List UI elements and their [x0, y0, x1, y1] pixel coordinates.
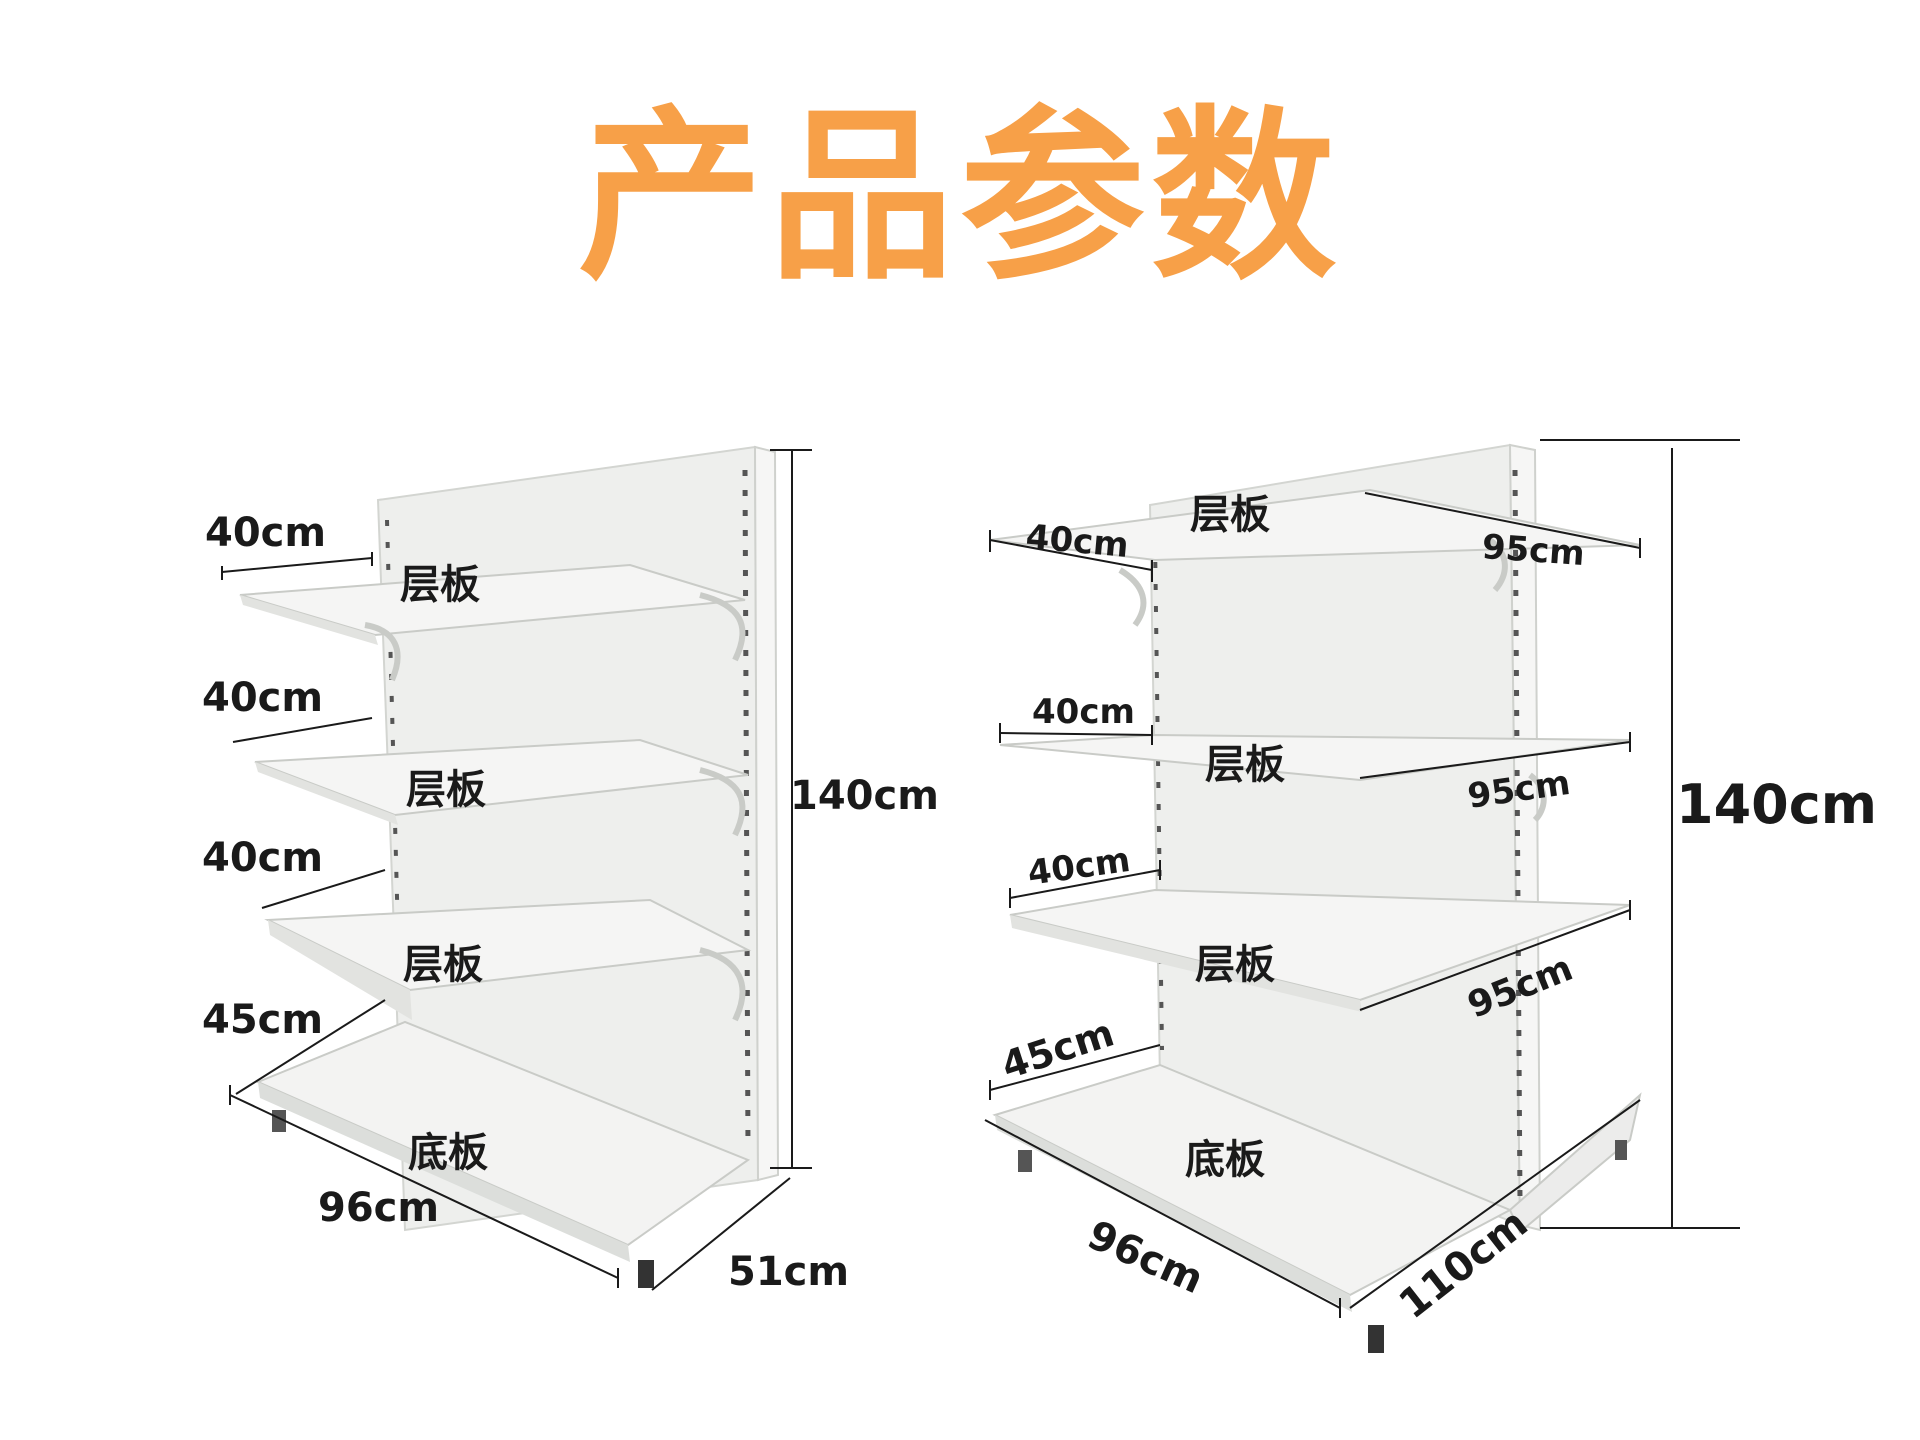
single-shelf-3-depth: 40cm [202, 835, 324, 881]
double-shelf-3-label: 层板 [1195, 942, 1275, 988]
double-shelf-2-label: 层板 [1205, 742, 1285, 788]
shelf-2 [254, 738, 749, 837]
single-shelf-1-label: 层板 [400, 562, 480, 608]
shelf-3 [264, 898, 752, 1022]
single-shelf-2-label: 层板 [406, 767, 486, 813]
single-width: 96cm [318, 1185, 440, 1231]
single-height: 140cm [790, 773, 939, 819]
shelf-1 [239, 563, 746, 682]
side-upright [753, 445, 780, 1182]
double-shelf-1-depth: 40cm [1024, 517, 1131, 566]
double-base-label: 底板 [1185, 1137, 1265, 1183]
single-shelf-2-depth: 40cm [202, 675, 324, 721]
single-total-depth: 51cm [728, 1249, 850, 1295]
single-shelf-3-label: 层板 [403, 942, 483, 988]
single-base-label: 底板 [408, 1130, 488, 1176]
page-title: 产品参数 [578, 89, 1342, 305]
single-shelf-1-depth: 40cm [205, 510, 327, 556]
double-shelf-2-depth: 40cm [1032, 692, 1135, 732]
base-plates [992, 1063, 1642, 1353]
double-height: 140cm [1676, 773, 1877, 836]
base-plate [255, 1020, 751, 1288]
center-upright [1508, 443, 1542, 1232]
single-base-depth: 45cm [202, 997, 324, 1043]
double-shelf-1-width: 95cm [1480, 527, 1587, 575]
double-shelf-1-label: 层板 [1190, 492, 1270, 538]
